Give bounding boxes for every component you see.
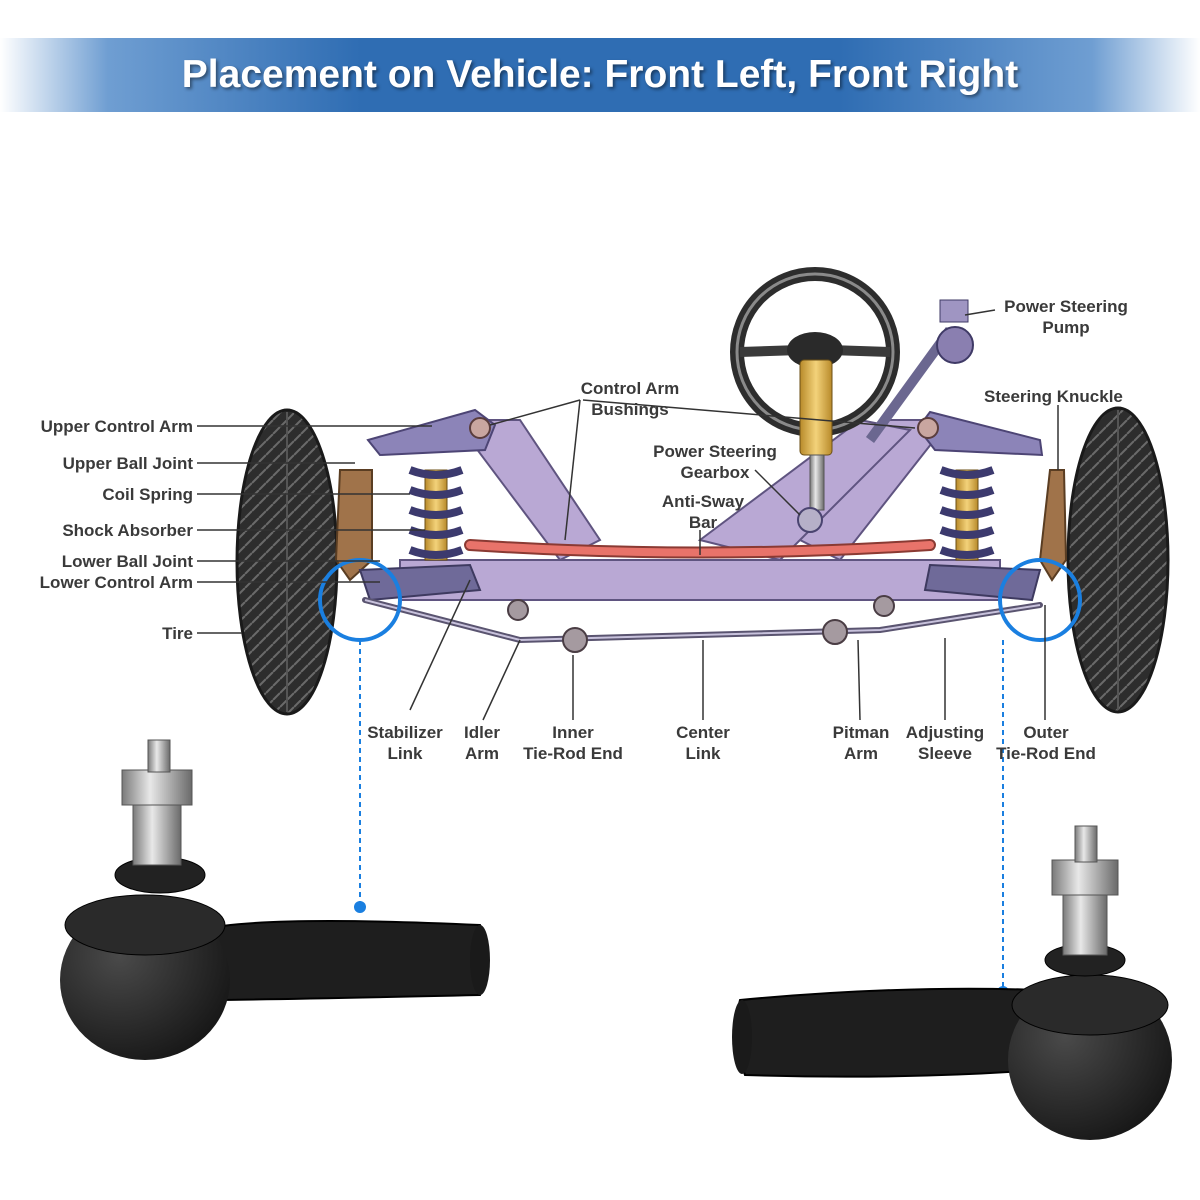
label-anti-sway-bar-line2: Bar xyxy=(688,513,718,532)
leader-lines xyxy=(197,309,1059,721)
label-power-steering-gearbox-line2: Gearbox xyxy=(680,463,750,482)
title-banner: Placement on Vehicle: Front Left, Front … xyxy=(0,38,1200,112)
coil-spring-left xyxy=(408,466,464,561)
label-pitman-arm-line2: Arm xyxy=(843,744,878,763)
label-power-steering-pump-line1: Power Steering xyxy=(1004,297,1128,316)
label-pitman-arm: Pitman Arm xyxy=(822,722,900,764)
tire-right xyxy=(1066,406,1170,714)
label-lower-control-arm: Lower Control Arm xyxy=(39,573,193,592)
label-coil-spring: Coil Spring xyxy=(102,485,193,504)
tire-left xyxy=(235,408,339,716)
frame-crossmember xyxy=(399,418,1001,601)
label-upper-ball-joint: Upper Ball Joint xyxy=(62,454,193,473)
coil-spring-right xyxy=(939,466,995,561)
label-control-arm-bushings: Control Arm Bushings xyxy=(560,378,700,420)
page-title: Placement on Vehicle: Front Left, Front … xyxy=(181,53,1019,96)
label-center-link-line1: Center xyxy=(676,723,730,742)
tie-rod-end-right-part xyxy=(732,825,1172,1140)
label-outer-tie-rod-end: Outer Tie-Rod End xyxy=(985,722,1107,764)
label-stabilizer-link-line1: Stabilizer xyxy=(367,723,443,742)
label-idler-arm-line2: Arm xyxy=(464,744,499,763)
label-control-arm-bushings-line1: Control Arm xyxy=(580,379,680,398)
label-stabilizer-link-line2: Link xyxy=(387,744,423,763)
label-center-link: Center Link xyxy=(663,722,743,764)
label-center-link-line2: Link xyxy=(685,744,721,763)
label-inner-tie-rod-end-line1: Inner xyxy=(552,723,594,742)
label-outer-tie-rod-end-line1: Outer xyxy=(1023,723,1069,742)
highlight-circle-right xyxy=(998,558,1082,642)
power-steering-pump xyxy=(865,299,974,443)
steering-knuckle-right xyxy=(1038,469,1068,582)
steering-column xyxy=(799,359,833,456)
label-shock-absorber: Shock Absorber xyxy=(62,521,193,540)
label-idler-arm-line1: Idler xyxy=(464,723,500,742)
label-control-arm-bushings-line2: Bushings xyxy=(591,400,669,419)
label-power-steering-gearbox-line1: Power Steering xyxy=(653,442,777,461)
upper-control-arm-left xyxy=(366,408,497,457)
label-upper-control-arm: Upper Control Arm xyxy=(40,417,193,436)
label-tire: Tire xyxy=(162,624,193,643)
label-stabilizer-link: Stabilizer Link xyxy=(355,722,455,764)
label-power-steering-gearbox: Power Steering Gearbox xyxy=(640,441,790,483)
label-anti-sway-bar: Anti-Sway Bar xyxy=(648,491,758,533)
label-lower-ball-joint: Lower Ball Joint xyxy=(61,552,193,571)
label-idler-arm: Idler Arm xyxy=(452,722,512,764)
label-inner-tie-rod-end-line2: Tie-Rod End xyxy=(523,744,623,763)
label-adjusting-sleeve-line2: Sleeve xyxy=(918,744,972,763)
label-power-steering-pump-line2: Pump xyxy=(1042,318,1090,337)
label-adjusting-sleeve: Adjusting Sleeve xyxy=(895,722,995,764)
label-steering-knuckle: Steering Knuckle xyxy=(984,387,1123,406)
label-outer-tie-rod-end-line2: Tie-Rod End xyxy=(996,744,1096,763)
label-pitman-arm-line1: Pitman xyxy=(832,723,890,742)
label-inner-tie-rod-end: Inner Tie-Rod End xyxy=(512,722,634,764)
label-anti-sway-bar-line1: Anti-Sway xyxy=(661,492,745,511)
tie-rod-end-left-part xyxy=(60,739,490,1060)
label-adjusting-sleeve-line1: Adjusting xyxy=(905,723,985,742)
label-power-steering-pump: Power Steering Pump xyxy=(992,296,1140,338)
